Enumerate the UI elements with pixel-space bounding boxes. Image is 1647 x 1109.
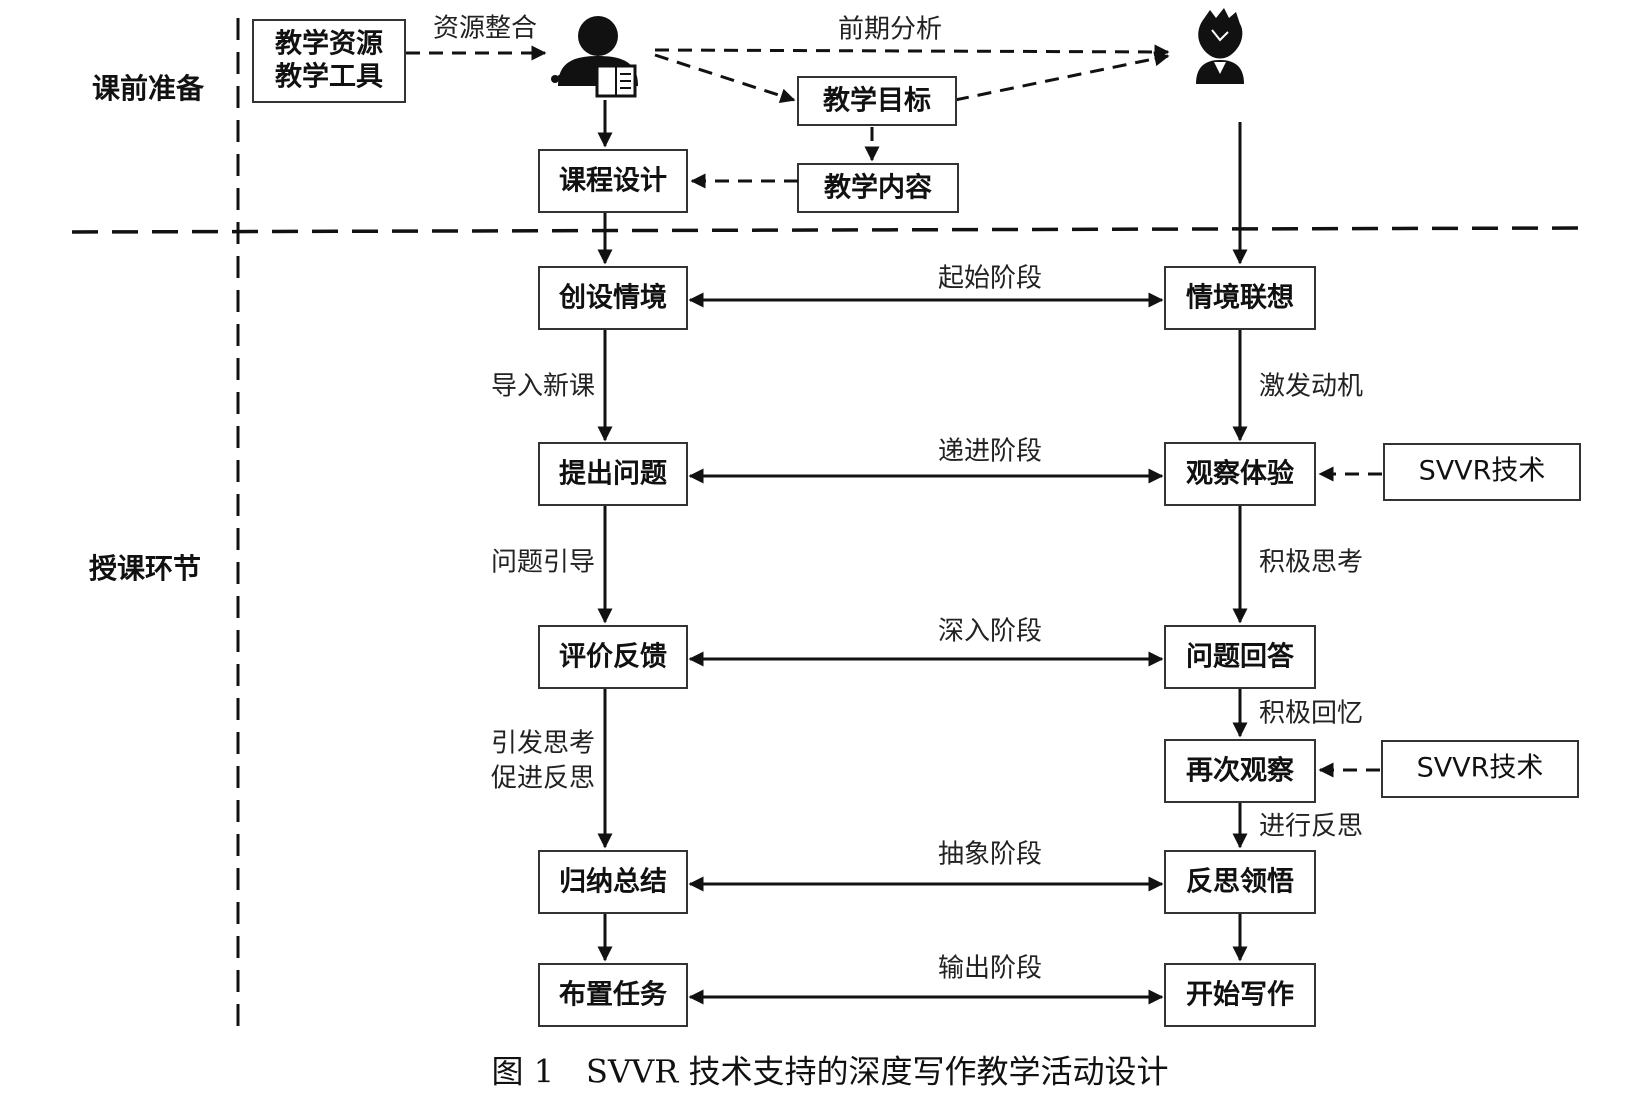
content-label: 教学内容	[824, 172, 932, 204]
resources-line1: 教学资源	[275, 28, 383, 60]
student-step-1-label: 情境联想	[1186, 283, 1294, 314]
stage-label-5: 输出阶段	[938, 954, 1042, 984]
goal-box: 教学目标	[797, 76, 957, 126]
student-step-2: 观察体验	[1164, 442, 1316, 506]
svvr-label-1: SVVR技术	[1419, 456, 1546, 487]
arrow-teacher-to-student	[654, 44, 1170, 60]
course-design-box: 课程设计	[538, 149, 688, 213]
student-step-4-label: 再次观察	[1186, 755, 1295, 787]
section-label-teach: 授课环节	[89, 552, 201, 585]
edge-label-pre-analysis: 前期分析	[838, 15, 942, 45]
edge-label-promote-reflection: 促进反思	[491, 764, 595, 794]
figure-caption: 图 1 SVVR 技术支持的深度写作教学活动设计	[492, 1053, 1169, 1091]
svvr-label-2: SVVR技术	[1417, 753, 1544, 784]
teacher-step-5: 布置任务	[538, 963, 688, 1027]
stage-label-1: 起始阶段	[938, 264, 1042, 294]
resources-box: 教学资源 教学工具	[252, 19, 406, 103]
teacher-step-3: 评价反馈	[538, 625, 688, 689]
arrow-teacher-to-goal	[654, 53, 796, 103]
teacher-step-4: 归纳总结	[538, 850, 688, 914]
section-horizontal-divider	[71, 226, 1581, 234]
stage-label-2: 递进阶段	[938, 437, 1042, 467]
book-icon	[595, 64, 637, 98]
student-step-5-label: 反思领悟	[1186, 867, 1294, 898]
stage-label-3: 深入阶段	[938, 617, 1042, 647]
edge-label-question-guide: 问题引导	[491, 548, 595, 578]
edge-label-introduce-lesson: 导入新课	[491, 372, 595, 402]
student-step-1: 情境联想	[1164, 266, 1316, 330]
student-step-4: 再次观察	[1164, 739, 1316, 803]
arrow-goal-to-student	[954, 51, 1170, 102]
teacher-step-1-label: 创设情境	[558, 283, 667, 314]
content-box: 教学内容	[797, 163, 959, 213]
student-step-3-label: 问题回答	[1186, 641, 1295, 673]
teacher-step-2-label: 提出问题	[559, 459, 667, 490]
edge-label-stimulate-motivation: 激发动机	[1259, 372, 1363, 402]
goal-label: 教学目标	[823, 85, 931, 117]
course-design-label: 课程设计	[559, 166, 667, 197]
teacher-step-5-label: 布置任务	[559, 980, 667, 1011]
student-step-3: 问题回答	[1164, 625, 1316, 689]
student-icon	[1196, 8, 1244, 84]
resources-line2: 教学工具	[275, 61, 383, 93]
edge-label-resource-integration: 资源整合	[433, 14, 537, 44]
svvr-box-2: SVVR技术	[1381, 740, 1579, 798]
section-label-prep: 课前准备	[92, 72, 205, 105]
edge-label-reflect: 进行反思	[1259, 812, 1363, 842]
svvr-box-1: SVVR技术	[1383, 443, 1581, 501]
teacher-step-3-label: 评价反馈	[559, 642, 667, 673]
teacher-step-4-label: 归纳总结	[559, 866, 667, 898]
teacher-step-2: 提出问题	[538, 442, 688, 506]
student-step-2-label: 观察体验	[1186, 458, 1294, 490]
edge-label-active-thinking: 积极思考	[1259, 548, 1363, 578]
teacher-step-1: 创设情境	[538, 266, 688, 330]
edge-label-provoke-thinking: 引发思考	[491, 729, 595, 759]
student-step-6-label: 开始写作	[1186, 979, 1294, 1011]
student-step-5: 反思领悟	[1164, 850, 1316, 914]
student-step-6: 开始写作	[1164, 963, 1316, 1027]
stage-label-4: 抽象阶段	[938, 840, 1042, 870]
edge-label-active-recall: 积极回忆	[1259, 699, 1363, 729]
